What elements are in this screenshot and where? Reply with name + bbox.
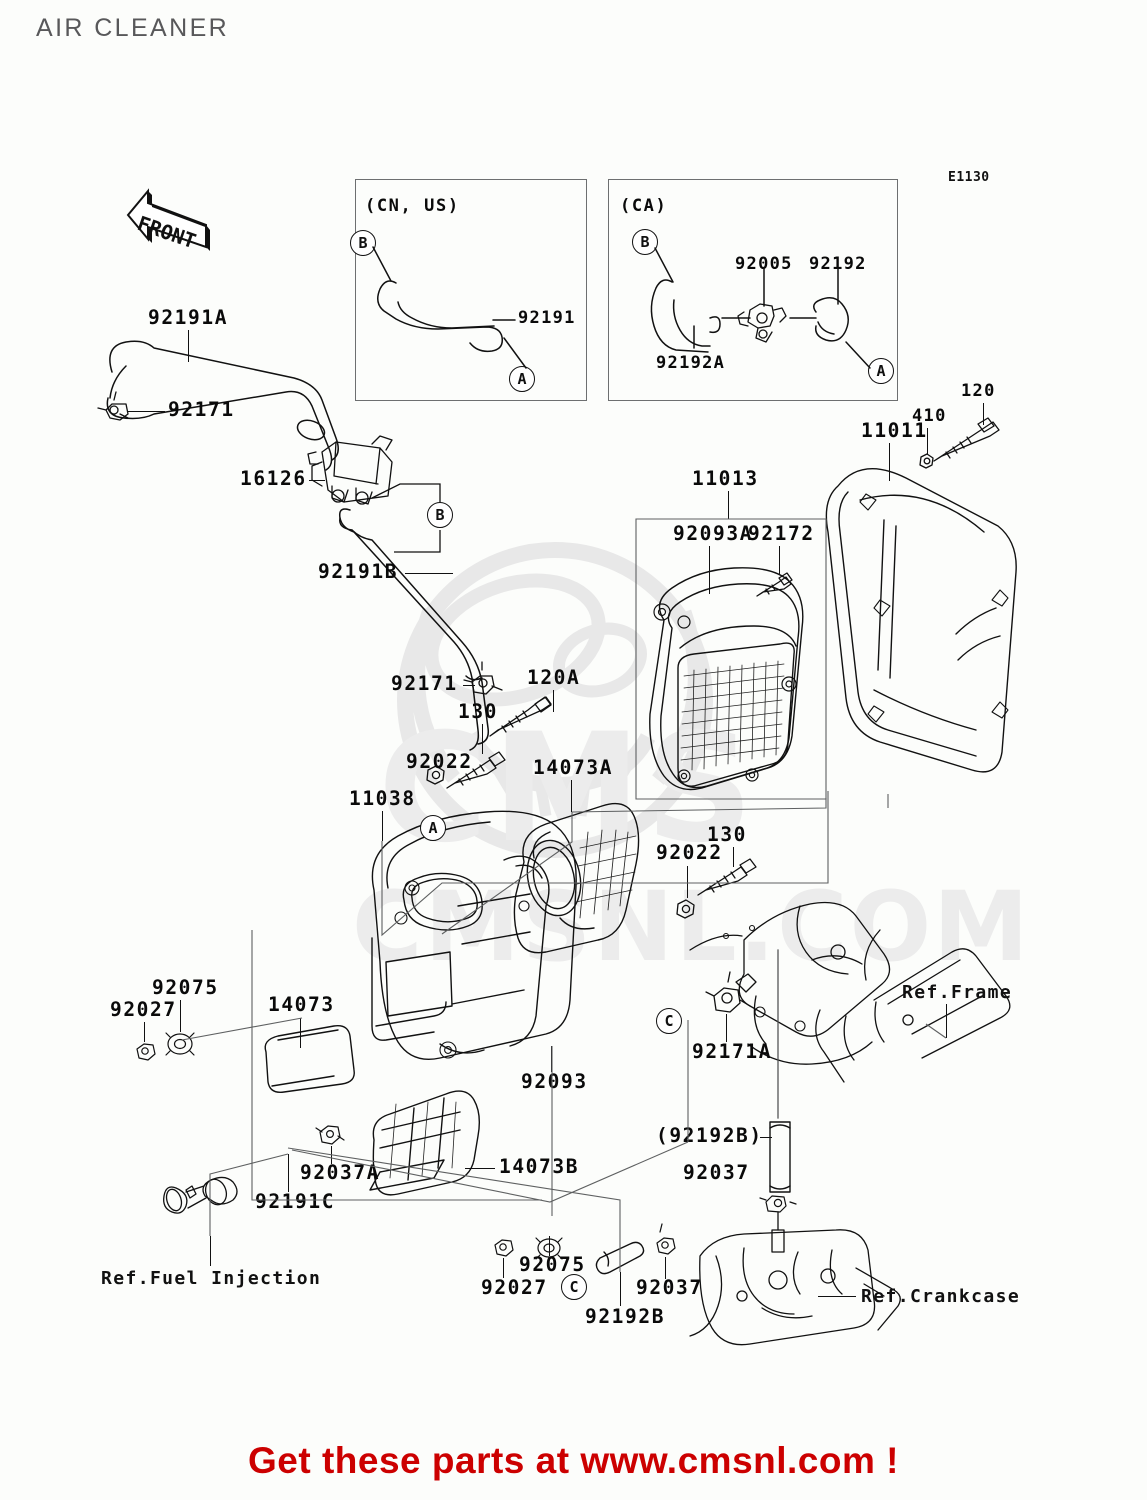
part-label-92191: 92191 [518,308,576,328]
leader-120 [983,403,985,425]
part-label-92093a: 92093A [673,522,754,545]
part-label-92075-bot: 92075 [519,1253,586,1276]
part-label-11038: 11038 [349,787,416,810]
leader-92191b [405,573,453,575]
leader-11038 [382,811,384,841]
front-direction-badge: FRONT [120,185,220,265]
leader-92171-mid [463,685,475,687]
part-label-92037a: 92037A [300,1161,381,1184]
leader-92171-top [127,411,165,413]
leader-410 [927,428,929,454]
callout-bubble-c2-main: C [561,1274,587,1300]
leader-11013 [728,491,730,519]
callout-bubble-b-cn-us: B [350,230,376,256]
inset-market-label-ca: (CA) [620,196,668,216]
inset-market-label-cn-us: (CN, US) [365,196,460,216]
callout-bubble-a-cn-us: A [509,366,535,392]
leader-92075-bot [549,1236,551,1256]
leader-92191a [188,330,190,362]
leader-120a [553,690,555,712]
part-label-92027-top: 92027 [110,998,177,1021]
part-label-92093: 92093 [521,1070,588,1093]
part-label-14073b: 14073B [499,1155,580,1178]
part-label-92191b: 92191B [318,560,399,583]
part-label-92027-bot: 92027 [481,1276,548,1299]
front-arrow-icon: FRONT [126,188,210,253]
leader-92172 [779,546,781,574]
leader-92027-top [144,1022,146,1042]
part-label-92037-bot: 92037 [636,1276,703,1299]
part-label-120a: 120A [527,666,581,689]
part-label-120: 120 [961,381,996,401]
part-label-16126: 16126 [240,467,307,490]
inset-box-ca [608,179,898,401]
ref-crankcase-label: Ref.Crankcase [861,1286,1021,1307]
promo-banner: Get these parts at www.cmsnl.com ! [248,1440,899,1481]
leader-92192b [620,1272,622,1306]
diagram-code: E1130 [948,170,990,185]
leader-92037a [331,1146,333,1164]
svg-text:CMSNL.COM: CMSNL.COM [352,871,1031,983]
ref-frame-label: Ref.Frame [902,982,1013,1003]
leader-92171a [726,1014,728,1042]
leader-14073b [465,1168,495,1170]
part-label-92192a: 92192A [656,353,726,373]
leader-92093 [551,1046,553,1072]
leader-92192b-paren [760,1137,772,1139]
part-label-92005: 92005 [735,254,793,274]
part-label-92037-right: 92037 [683,1161,750,1184]
part-label-130-a: 130 [458,700,499,723]
leader-92022-b [687,866,689,898]
part-label-11011: 11011 [861,419,928,442]
callout-bubble-c-main: C [656,1008,682,1034]
part-label-92171-top: 92171 [168,398,235,421]
part-label-92171-mid: 92171 [391,672,458,695]
part-label-92192b-paren: (92192B) [656,1124,763,1147]
part-label-14073: 14073 [268,993,335,1016]
leader-92191c [288,1154,290,1192]
part-label-92191a: 92191A [148,306,229,329]
leader-92075-top [180,1000,182,1032]
part-label-92171a: 92171A [692,1040,773,1063]
leader-14073a [571,780,573,812]
leader-ref-crankcase [818,1296,856,1298]
leader-92027-bot [503,1258,505,1278]
part-label-130-b: 130 [707,823,748,846]
leader-14073 [300,1018,302,1048]
part-label-92191c: 92191C [255,1190,336,1213]
part-label-14073a: 14073A [533,756,614,779]
leader-130-b [733,847,735,867]
part-label-92075-top: 92075 [152,976,219,999]
part-label-92192: 92192 [809,254,867,274]
leader-130-a [482,724,484,754]
part-label-11013: 11013 [692,467,759,490]
callout-bubble-b-main: B [427,502,453,528]
leader-ref-fuel-injection [210,1236,212,1266]
leader-16126 [309,480,325,482]
part-label-410: 410 [912,406,947,426]
leader-ref-frame [946,1004,948,1038]
part-label-92172: 92172 [748,522,815,545]
callout-bubble-a-ca: A [868,358,894,384]
leader-92037-bot [665,1257,667,1279]
part-label-92022-a: 92022 [406,750,473,773]
part-label-92192b: 92192B [585,1305,666,1328]
page-title: AIR CLEANER [36,14,230,42]
callout-bubble-b-ca: B [632,229,658,255]
leader-92093a [709,546,711,594]
callout-bubble-a-main: A [420,815,446,841]
ref-fuel-injection-label: Ref.Fuel Injection [101,1268,322,1289]
leader-11011 [889,443,891,481]
inset-box-cn-us [355,179,587,401]
